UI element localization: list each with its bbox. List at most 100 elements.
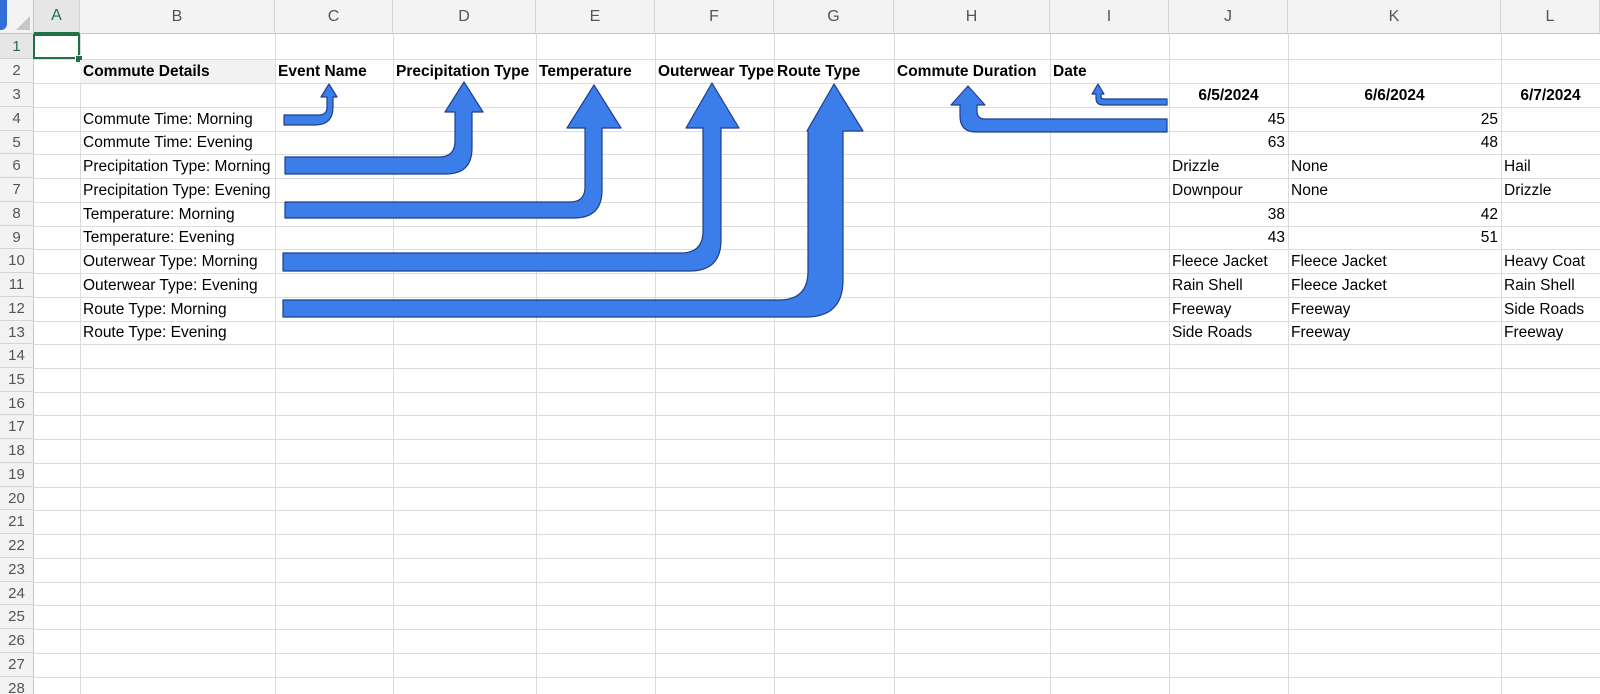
cell-j3[interactable]: 6/5/2024 (1198, 87, 1259, 104)
cell-k13[interactable]: Freeway (1291, 324, 1351, 341)
column-header-g[interactable]: G (774, 0, 894, 34)
cell-k12[interactable]: Freeway (1291, 301, 1351, 318)
row-header-2[interactable]: 2 (0, 59, 34, 83)
select-all-corner[interactable] (0, 0, 34, 34)
row-header-22[interactable]: 22 (0, 534, 34, 558)
cell-f2[interactable]: Outerwear Type (658, 63, 774, 80)
cell-b10[interactable]: Outerwear Type: Morning (83, 253, 258, 270)
cell-g2[interactable]: Route Type (777, 63, 861, 80)
row-header-17[interactable]: 17 (0, 415, 34, 439)
cell-l12[interactable]: Side Roads (1504, 301, 1585, 318)
column-header-l[interactable]: L (1501, 0, 1600, 34)
cell-l10[interactable]: Heavy Coat (1504, 253, 1585, 270)
bent-up-arrow-temperature[interactable] (284, 84, 622, 219)
fill-handle[interactable] (75, 55, 83, 63)
cell-l7[interactable]: Drizzle (1504, 182, 1552, 199)
column-header-e[interactable]: E (536, 0, 655, 34)
row-header-8[interactable]: 8 (0, 202, 34, 226)
cell-j5[interactable]: 63 (1267, 134, 1285, 151)
row-header-20[interactable]: 20 (0, 487, 34, 510)
cell-j11[interactable]: Rain Shell (1172, 277, 1243, 294)
cell-k7[interactable]: None (1291, 182, 1329, 199)
row-header-14[interactable]: 14 (0, 344, 34, 368)
cell-k4[interactable]: 25 (1480, 111, 1498, 128)
cell-b5[interactable]: Commute Time: Evening (83, 134, 253, 151)
cell-b12[interactable]: Route Type: Morning (83, 301, 227, 318)
cell-j10[interactable]: Fleece Jacket (1172, 253, 1268, 270)
cell-b13[interactable]: Route Type: Evening (83, 324, 227, 341)
cell-b11[interactable]: Outerwear Type: Evening (83, 277, 258, 294)
cell-k5[interactable]: 48 (1480, 134, 1498, 151)
row-header-26[interactable]: 26 (0, 629, 34, 653)
left-up-arrow-date[interactable] (1091, 83, 1168, 106)
left-up-arrow-commute-duration[interactable] (950, 85, 1168, 133)
cell-j8[interactable]: 38 (1267, 206, 1285, 223)
bent-up-arrow-route-type[interactable] (282, 83, 864, 318)
cell-l11[interactable]: Rain Shell (1504, 277, 1575, 294)
cell-l6[interactable]: Hail (1504, 158, 1531, 175)
cell-b4[interactable]: Commute Time: Morning (83, 111, 253, 128)
row-header-7[interactable]: 7 (0, 178, 34, 202)
gridline (80, 34, 81, 694)
cell-l13[interactable]: Freeway (1504, 324, 1564, 341)
row-header-19[interactable]: 19 (0, 463, 34, 487)
bent-up-arrow-outerwear-type[interactable] (282, 82, 740, 272)
gridline (34, 344, 1600, 345)
column-header-f[interactable]: F (655, 0, 774, 34)
row-header-6[interactable]: 6 (0, 154, 34, 178)
cell-l3[interactable]: 6/7/2024 (1520, 87, 1581, 104)
cell-j4[interactable]: 45 (1267, 111, 1285, 128)
cell-k3[interactable]: 6/6/2024 (1364, 87, 1425, 104)
column-header-c[interactable]: C (275, 0, 393, 34)
cell-k6[interactable]: None (1291, 158, 1329, 175)
row-header-10[interactable]: 10 (0, 249, 34, 273)
cell-d2[interactable]: Precipitation Type (396, 63, 530, 80)
gridline (34, 677, 1600, 678)
row-header-5[interactable]: 5 (0, 131, 34, 154)
column-header-i[interactable]: I (1050, 0, 1169, 34)
column-header-k[interactable]: K (1288, 0, 1501, 34)
cell-k10[interactable]: Fleece Jacket (1291, 253, 1387, 270)
selected-cell-a1[interactable] (33, 34, 80, 59)
cell-k8[interactable]: 42 (1480, 206, 1498, 223)
cell-e2[interactable]: Temperature (539, 63, 632, 80)
cell-b9[interactable]: Temperature: Evening (83, 229, 235, 246)
row-header-4[interactable]: 4 (0, 107, 34, 131)
row-header-12[interactable]: 12 (0, 297, 34, 321)
cell-j9[interactable]: 43 (1267, 229, 1285, 246)
cell-j7[interactable]: Downpour (1172, 182, 1243, 199)
column-header-h[interactable]: H (894, 0, 1050, 34)
row-header-9[interactable]: 9 (0, 226, 34, 249)
row-header-15[interactable]: 15 (0, 368, 34, 392)
cell-c2[interactable]: Event Name (278, 63, 367, 80)
cell-b2[interactable]: Commute Details (80, 60, 275, 83)
cell-k9[interactable]: 51 (1480, 229, 1498, 246)
cell-i2[interactable]: Date (1053, 63, 1087, 80)
row-header-23[interactable]: 23 (0, 558, 34, 582)
cell-j6[interactable]: Drizzle (1172, 158, 1220, 175)
cell-k11[interactable]: Fleece Jacket (1291, 277, 1387, 294)
bent-up-arrow-commute-time[interactable] (283, 83, 338, 126)
row-header-11[interactable]: 11 (0, 273, 34, 297)
row-header-16[interactable]: 16 (0, 392, 34, 415)
cell-b7[interactable]: Precipitation Type: Evening (83, 182, 271, 199)
row-header-27[interactable]: 27 (0, 653, 34, 677)
cell-b6[interactable]: Precipitation Type: Morning (83, 158, 271, 175)
row-header-13[interactable]: 13 (0, 321, 34, 344)
cell-j12[interactable]: Freeway (1172, 301, 1232, 318)
row-header-21[interactable]: 21 (0, 510, 34, 534)
row-header-25[interactable]: 25 (0, 605, 34, 629)
column-header-j[interactable]: J (1169, 0, 1288, 34)
column-header-a[interactable]: A (34, 0, 80, 34)
row-header-3[interactable]: 3 (0, 83, 34, 107)
row-header-28[interactable]: 28 (0, 677, 34, 694)
cell-j13[interactable]: Side Roads (1172, 324, 1253, 341)
row-header-24[interactable]: 24 (0, 582, 34, 605)
bent-up-arrow-precipitation-type[interactable] (284, 81, 484, 175)
cell-h2[interactable]: Commute Duration (897, 63, 1037, 80)
column-header-d[interactable]: D (393, 0, 536, 34)
cell-b8[interactable]: Temperature: Morning (83, 206, 235, 223)
column-header-b[interactable]: B (80, 0, 275, 34)
row-header-18[interactable]: 18 (0, 439, 34, 463)
